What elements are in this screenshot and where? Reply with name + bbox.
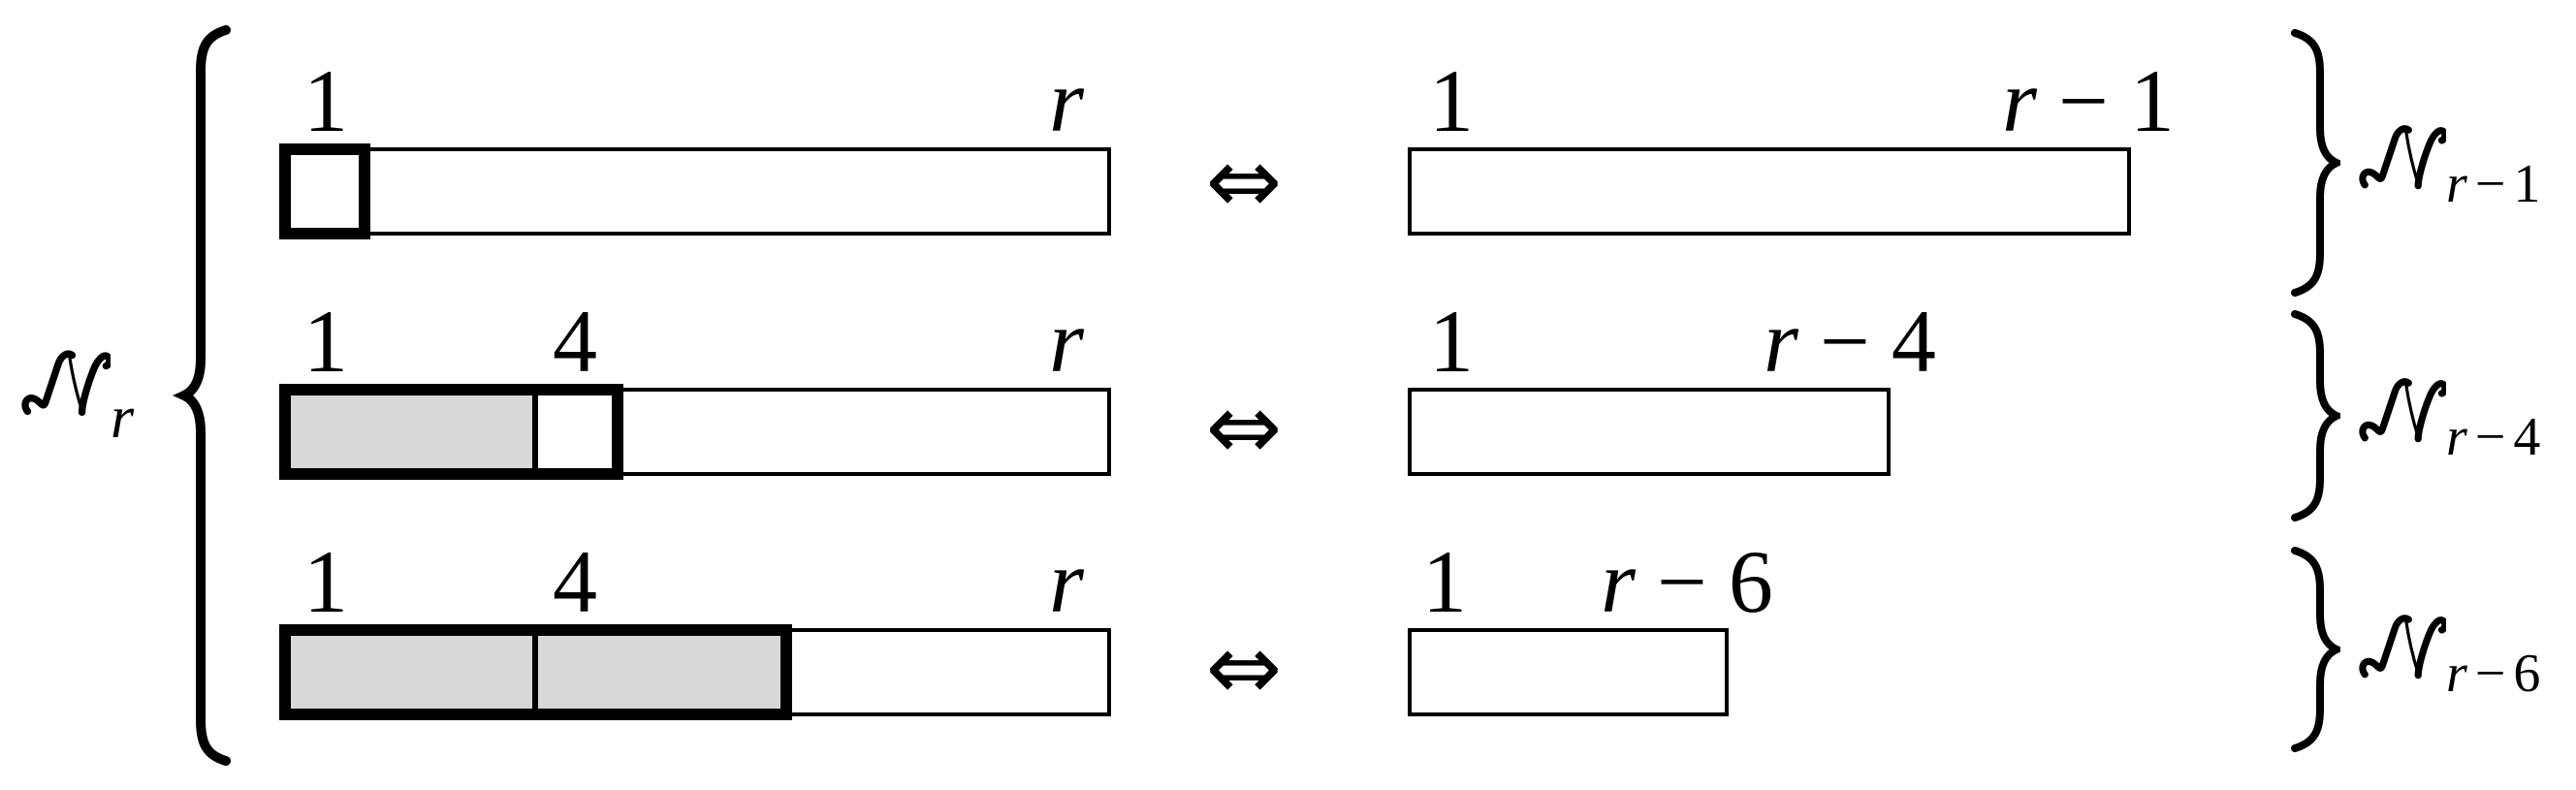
subscript-var: r	[111, 385, 135, 451]
row3-right-brace	[2291, 547, 2340, 752]
row1-left-strip	[279, 147, 1111, 236]
row3-result-subscript: r−6	[2446, 644, 2541, 704]
set-label-subscript: r	[111, 388, 134, 448]
row2-right-label-r-4: r−4	[1764, 292, 1936, 391]
left-brace	[172, 25, 231, 766]
set-label-n-r: r	[21, 341, 134, 448]
row3-cell-divider	[532, 636, 538, 709]
row2-left-label-r: r	[1049, 292, 1084, 391]
row2-right-strip	[1408, 388, 1891, 476]
row3-shaded-cell-2	[538, 636, 780, 709]
row2-right-label-1: 1	[1429, 292, 1474, 391]
row3-right-strip	[1408, 628, 1729, 716]
row1-left-label-1: 1	[303, 51, 348, 150]
row1-left-label-r: r	[1049, 51, 1084, 150]
row2-result-subscript: r−4	[2446, 407, 2541, 467]
row2-left-label-1: 1	[303, 292, 348, 391]
row1-right-label-1: 1	[1429, 51, 1474, 150]
row3-right-label-1: 1	[1422, 532, 1467, 631]
iff-arrow-icon: ⇔	[1205, 129, 1283, 235]
row2-right-brace	[2291, 310, 2340, 521]
script-n-icon	[2359, 606, 2446, 687]
row1-result-label: r−1	[2359, 116, 2540, 211]
row3-shaded-cell	[291, 636, 532, 709]
script-n-icon	[21, 341, 111, 425]
row1-right-label-r-1: r−1	[2002, 51, 2175, 150]
row2-cell-divider	[532, 395, 538, 468]
row3-right-label-r-6: r−6	[1601, 532, 1773, 631]
row3-left-label-4: 4	[553, 532, 597, 631]
row1-right-strip	[1408, 147, 2131, 236]
row2-left-label-4: 4	[553, 292, 597, 391]
row1-unit-square-outline	[279, 143, 370, 239]
script-n-icon	[2359, 116, 2446, 198]
row1-right-brace	[2291, 29, 2340, 297]
row1-result-subscript: r−1	[2446, 154, 2541, 214]
script-n-icon	[2359, 369, 2446, 451]
iff-arrow-icon: ⇔	[1205, 375, 1283, 481]
row3-left-label-r: r	[1049, 532, 1084, 631]
row3-left-label-1: 1	[303, 532, 348, 631]
iff-arrow-icon: ⇔	[1205, 616, 1283, 721]
row3-result-label: r−6	[2359, 606, 2540, 701]
row2-result-label: r−4	[2359, 369, 2540, 464]
row2-shaded-cell	[291, 395, 532, 468]
